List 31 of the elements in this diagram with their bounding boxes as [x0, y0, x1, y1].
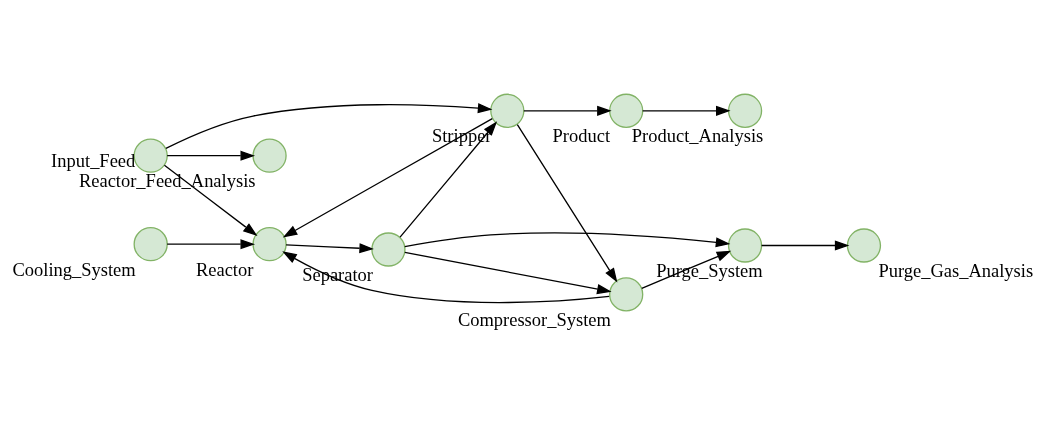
- node-circle: [846, 228, 882, 263]
- node-circle: [727, 228, 763, 263]
- node-circle: [609, 93, 644, 128]
- arrow: [516, 123, 618, 283]
- node-label: Reactor: [195, 259, 254, 280]
- node-label: Input_Feed: [51, 151, 136, 172]
- arrow: [285, 243, 374, 254]
- node-circle: [609, 277, 644, 312]
- node-circle: [252, 227, 287, 262]
- arrow: [166, 239, 256, 250]
- node-label: Cooling_System: [12, 259, 136, 280]
- node-circle: [252, 138, 287, 173]
- arrow: [399, 121, 498, 238]
- node-circle: [490, 93, 525, 128]
- node-circle: [371, 232, 406, 267]
- arrow: [282, 251, 610, 304]
- arrow: [523, 105, 612, 116]
- arrow: [404, 232, 731, 248]
- arrow: [166, 150, 256, 161]
- node-label: Purge_Gas_Analysis: [878, 260, 1034, 281]
- node-label: Product: [552, 126, 611, 147]
- node-circle: [133, 138, 168, 173]
- node-circle: [133, 227, 168, 262]
- node-label: Product_Analysis: [631, 126, 764, 147]
- node-circle: [727, 93, 763, 128]
- arrow: [642, 105, 731, 116]
- arrow: [282, 117, 493, 238]
- arrow: [404, 251, 612, 295]
- node-label: Compressor_System: [457, 309, 611, 330]
- arrow: [165, 103, 493, 150]
- arrow: [760, 240, 850, 251]
